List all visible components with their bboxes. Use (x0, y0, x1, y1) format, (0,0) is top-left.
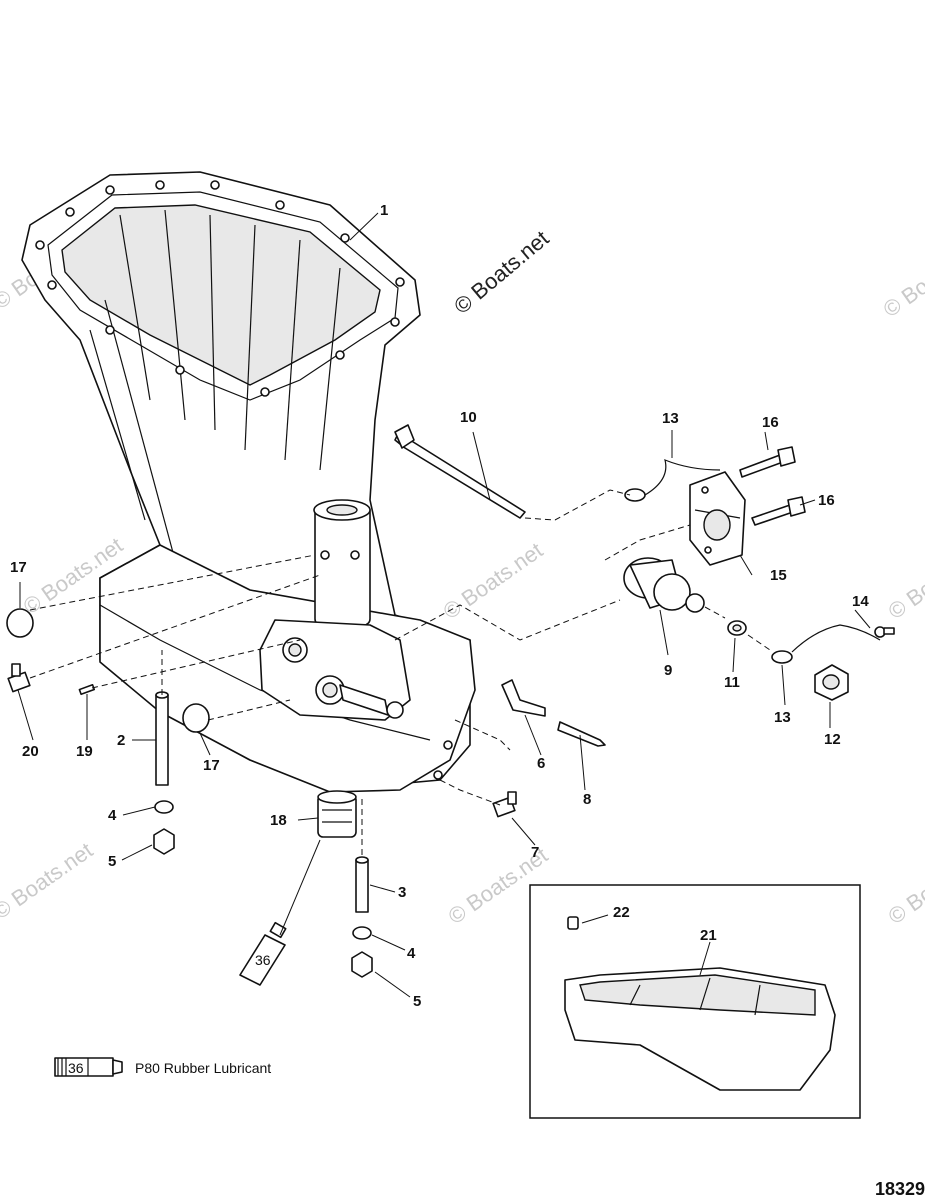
bracket-bolt (751, 496, 806, 526)
copyright-text: © Boats.net (449, 226, 553, 319)
watermark: © Boats.net (884, 537, 925, 624)
callouts: 1 10 13 16 16 15 14 9 11 13 12 6 8 7 17 … (10, 202, 869, 1010)
l-pin (501, 679, 546, 717)
self-tapping-screw (557, 721, 606, 747)
callout-11: 11 (724, 674, 740, 691)
mount-bracket (689, 471, 746, 566)
housing-inset (564, 967, 836, 1091)
callout-21: 21 (700, 927, 717, 944)
callout-16: 16 (762, 414, 779, 431)
small-screw (874, 626, 895, 638)
water-fitting (492, 791, 517, 818)
callout-6: 6 (537, 755, 545, 772)
flange-bolt-holes (35, 180, 405, 397)
stud-end (355, 856, 369, 864)
flat-washer (352, 926, 372, 940)
callout-10: 10 (460, 409, 477, 426)
legend-text: P80 Rubber Lubricant (135, 1060, 271, 1076)
callout-12: 12 (824, 731, 841, 748)
bracket-bolt (739, 446, 796, 478)
stud (155, 694, 169, 786)
lubricant-tube-label: 36 (255, 952, 271, 968)
washer-hole (732, 624, 742, 632)
callout-13: 13 (662, 410, 679, 427)
callout-16: 16 (818, 492, 835, 509)
callout-22: 22 (613, 904, 630, 921)
callout-3: 3 (398, 884, 406, 901)
watermark: © Boats.net (0, 837, 97, 924)
stud (355, 859, 369, 913)
elbow-fitting (7, 663, 31, 693)
lubricant-tube: 36 (239, 921, 287, 986)
ground-strap (771, 624, 881, 664)
legend-tube-number: 36 (68, 1060, 84, 1076)
grommet (182, 703, 210, 733)
callout-8: 8 (583, 791, 591, 808)
callout-20: 20 (22, 743, 39, 760)
legend: 36 P80 Rubber Lubricant (54, 1057, 271, 1077)
callout-5: 5 (413, 993, 421, 1010)
grommet (6, 608, 34, 638)
lock-nut (153, 828, 175, 855)
callout-14: 14 (852, 593, 869, 610)
watermark: © Boats.net (439, 537, 548, 624)
callout-7: 7 (531, 844, 539, 861)
figure-number: 18329 (875, 1179, 925, 1199)
small-plug (567, 916, 579, 930)
callout-9: 9 (664, 662, 672, 679)
leader-lines (17, 212, 871, 998)
dowel-pin (78, 683, 96, 696)
callout-17: 17 (10, 559, 27, 576)
callout-19: 19 (76, 743, 93, 760)
callout-13: 13 (774, 709, 791, 726)
callout-1: 1 (380, 202, 388, 219)
callout-4: 4 (407, 945, 416, 962)
ground-strap (624, 459, 721, 502)
driveshaft-housing (21, 171, 476, 793)
rubber-bushing (317, 790, 357, 838)
lock-nut (351, 951, 373, 978)
mount-bushing (623, 557, 705, 613)
nut (814, 664, 849, 701)
callout-5: 5 (108, 853, 116, 870)
long-bolt (394, 424, 526, 519)
callout-17: 17 (203, 757, 220, 774)
callout-18: 18 (270, 812, 287, 829)
callout-15: 15 (770, 567, 787, 584)
callout-2: 2 (117, 732, 125, 749)
watermark: © Boats.net (879, 235, 925, 322)
flat-washer (154, 800, 174, 814)
callout-4: 4 (108, 807, 117, 824)
watermark: © Boats.net (884, 842, 925, 929)
